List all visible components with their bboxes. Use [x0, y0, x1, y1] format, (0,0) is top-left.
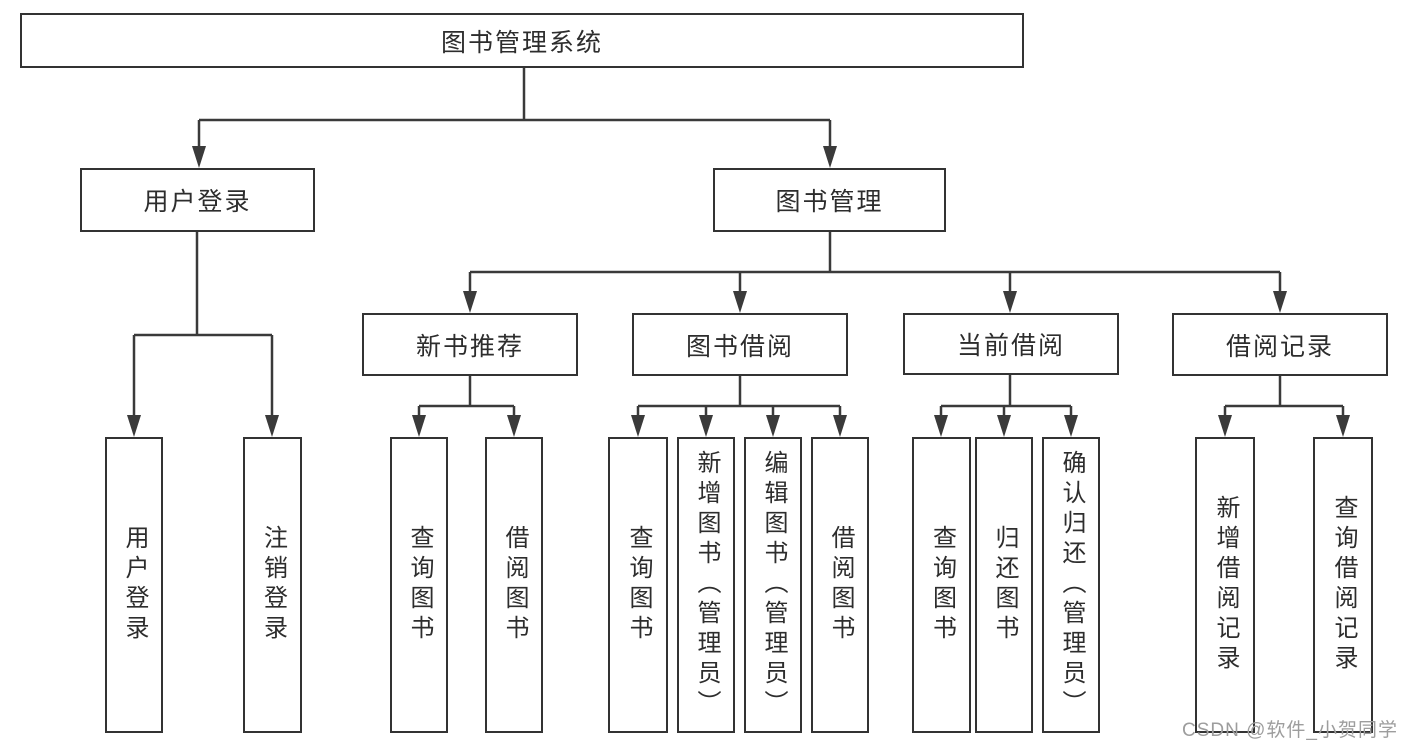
leaf-add-books-admin: 新增图书（管理员） — [677, 437, 735, 733]
node-label: 查询借阅记录 — [1330, 495, 1357, 675]
node-label: 图书管理 — [775, 188, 884, 216]
node-label: 新书推荐 — [415, 332, 524, 361]
node-label: 注销登录 — [259, 525, 287, 645]
leaf-user-login: 用户登录 — [105, 437, 163, 733]
leaf-add-borrow-record: 新增借阅记录 — [1195, 437, 1255, 733]
node-label: 用户登录 — [143, 188, 252, 216]
leaf-query-borrow-record: 查询借阅记录 — [1313, 437, 1373, 733]
node-label: 归还图书 — [991, 525, 1018, 645]
leaf-query-books-current: 查询图书 — [912, 437, 971, 733]
node-label: 查询图书 — [406, 525, 433, 645]
node-book-management: 图书管理 — [713, 168, 946, 232]
leaf-edit-books-admin: 编辑图书（管理员） — [744, 437, 802, 733]
node-library-management-system: 图书管理系统 — [20, 13, 1024, 68]
node-label: 查询图书 — [625, 525, 652, 645]
node-label: 图书借阅 — [685, 332, 794, 361]
leaf-return-books: 归还图书 — [975, 437, 1033, 733]
node-label: 当前借阅 — [956, 332, 1065, 360]
node-label: 借阅图书 — [827, 525, 854, 645]
csdn-watermark: CSDN @软件_小贺同学 — [1182, 720, 1398, 741]
leaf-borrow-books: 借阅图书 — [811, 437, 869, 733]
node-label: 确认归还（管理员） — [1058, 450, 1085, 720]
node-label: 图书管理系统 — [440, 28, 603, 57]
leaf-confirm-return-admin: 确认归还（管理员） — [1042, 437, 1100, 733]
node-label: 用户登录 — [121, 525, 148, 645]
node-current-borrowing: 当前借阅 — [903, 313, 1119, 375]
leaf-borrow-books-recommend: 借阅图书 — [485, 437, 543, 733]
node-label: 新增图书（管理员） — [693, 450, 720, 720]
node-new-book-recommendation: 新书推荐 — [362, 313, 578, 376]
node-label: 借阅记录 — [1225, 332, 1334, 361]
arrowheads — [127, 146, 1350, 437]
node-label: 编辑图书（管理员） — [760, 450, 787, 720]
leaf-query-books-recommend: 查询图书 — [390, 437, 448, 733]
leaf-logout: 注销登录 — [243, 437, 302, 733]
node-label: 新增借阅记录 — [1212, 495, 1239, 675]
node-label: 查询图书 — [928, 525, 956, 645]
node-user-login: 用户登录 — [80, 168, 315, 232]
node-label: 借阅图书 — [501, 525, 528, 645]
node-borrowing-records: 借阅记录 — [1172, 313, 1388, 376]
leaf-query-books-borrow: 查询图书 — [608, 437, 668, 733]
node-book-borrowing: 图书借阅 — [632, 313, 848, 376]
